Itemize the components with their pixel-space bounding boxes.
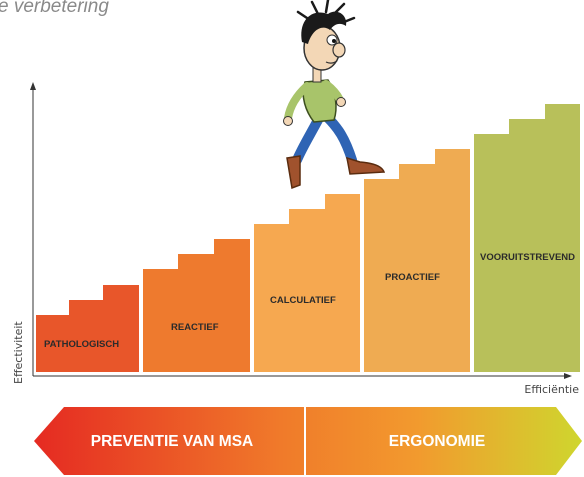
man-front-leg	[323, 113, 357, 165]
man-nose	[332, 42, 346, 58]
man-back-arm	[284, 82, 311, 122]
stage-block	[364, 149, 470, 372]
man-hair	[301, 11, 347, 44]
walking-man-icon	[283, 0, 386, 190]
page-title: e verbetering	[0, 0, 109, 17]
stage-calculatief: CALCULATIEF	[254, 194, 360, 372]
man-front-shoe	[346, 156, 386, 175]
banner-left-label: PREVENTIE VAN MSA	[91, 433, 254, 450]
x-axis-arrow-icon	[564, 373, 572, 379]
stage-label-pathologisch: PATHOLOGISCH	[44, 339, 119, 350]
man-front-hand	[336, 97, 346, 107]
banner-arrow: PREVENTIE VAN MSA ERGONOMIE	[34, 407, 582, 475]
man-pupil	[332, 39, 336, 43]
stage-vooruitstrevend: VOORUITSTREVEND	[474, 104, 580, 372]
stage-block	[474, 104, 580, 372]
stage-proactief: PROACTIEF	[364, 149, 470, 372]
stage-block	[143, 239, 250, 372]
stage-block	[36, 285, 139, 372]
stage-label-reactief: REACTIEF	[171, 322, 219, 333]
man-back-leg	[292, 115, 323, 165]
man-mouth	[325, 60, 338, 64]
stage-label-proactief: PROACTIEF	[385, 272, 440, 283]
stage-block	[254, 194, 360, 372]
stage-reactief: REACTIEF	[143, 239, 250, 372]
stage-label-vooruitstrevend: VOORUITSTREVEND	[480, 252, 575, 263]
stage-pathologisch: PATHOLOGISCH	[36, 285, 139, 372]
y-axis-label: Effectiviteit	[12, 321, 25, 384]
y-axis-arrow-icon	[30, 82, 36, 90]
axes: Effectiviteit Efficiëntie	[12, 82, 579, 396]
banner-right-label: ERGONOMIE	[389, 433, 485, 450]
stage-label-calculatief: CALCULATIEF	[270, 295, 336, 306]
man-back-shoe	[286, 155, 301, 190]
man-hair-spikes	[296, 0, 356, 24]
banner-shape	[34, 407, 582, 475]
x-axis-label: Efficiëntie	[524, 383, 579, 396]
man-back-hand	[283, 116, 293, 126]
